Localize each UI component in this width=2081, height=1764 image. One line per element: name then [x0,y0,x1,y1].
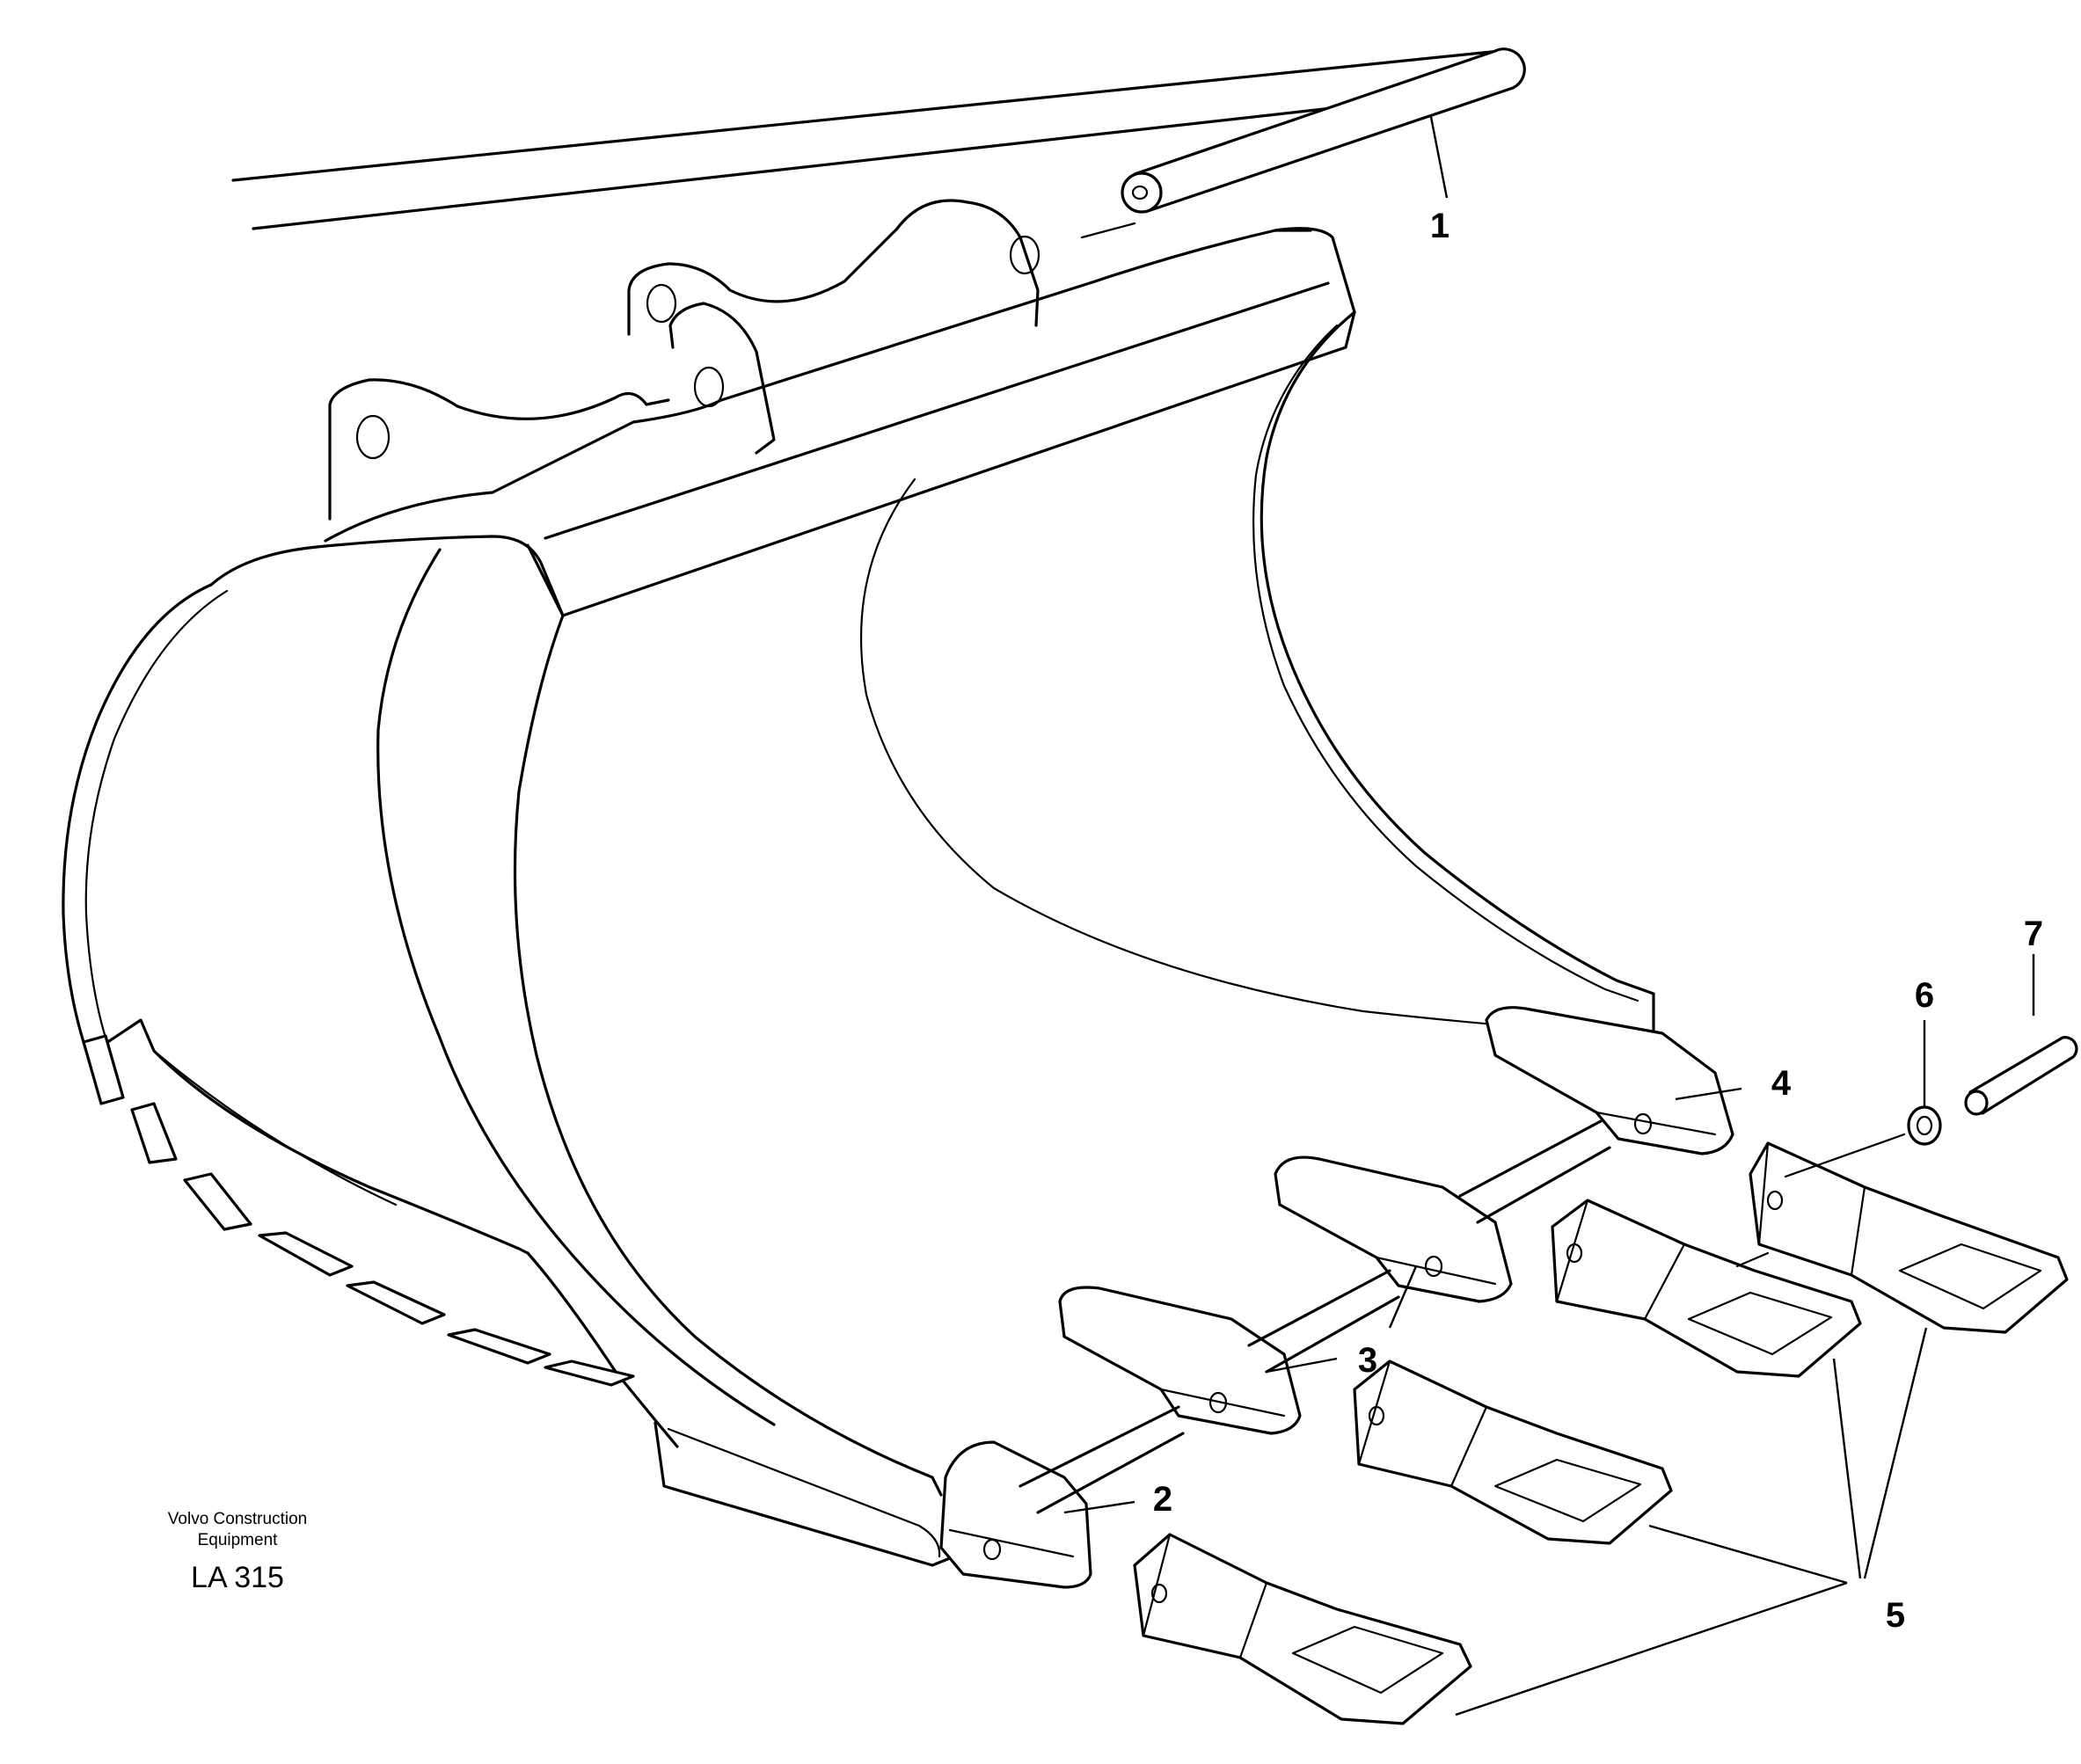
pin-part-1 [231,47,1526,239]
callout-3: 3 [1358,1341,1377,1380]
caption-company-line-1: Volvo Construction [167,1510,308,1528]
caption-figure-code: LA 315 [191,1561,284,1594]
tooth-part-5-c [1551,1199,1862,1378]
callout-7: 7 [2024,915,2043,953]
adapter-part-3-left [1019,1286,1302,1514]
diagram-caption: Volvo Construction Equipment LA 315 [132,1509,343,1595]
adapter-part-3-right [1247,1155,1513,1374]
mounting-lug-right [668,302,776,455]
bucket-body [62,199,1655,1567]
adapter-part-4 [1458,1006,1734,1224]
callout-1: 1 [1430,207,1449,245]
mounting-lug-center [627,199,1040,336]
adapter-part-2 [939,1440,1092,1589]
tooth-part-5-b [1353,1359,1673,1545]
leader-lines [1063,116,2035,1717]
lock-pin-part-7 [1964,1036,2078,1116]
lug-hole-right [1009,235,1040,275]
mounting-lug-left [328,378,670,521]
callout-4: 4 [1771,1064,1792,1103]
caption-company-line-2: Equipment [197,1531,278,1549]
callout-2: 2 [1153,1480,1172,1519]
callout-5: 5 [1886,1596,1905,1635]
lug-hole-center [646,283,677,324]
tooth-part-5-a [1133,1533,1472,1725]
callout-6: 6 [1915,976,1934,1015]
lug-hole-left [355,414,391,460]
retainer-part-6 [1735,1105,1942,1268]
tooth-part-5-d [1749,1141,2069,1334]
